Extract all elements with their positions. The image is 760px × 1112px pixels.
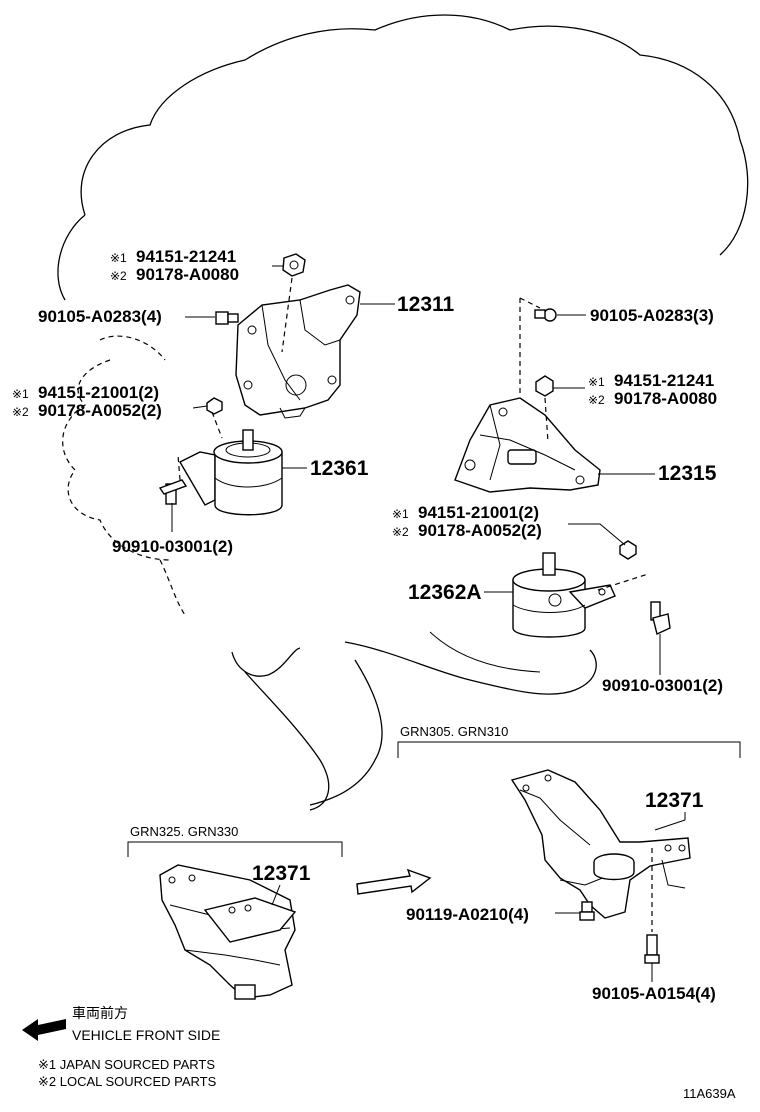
mark-1-nut2-right: ※1: [392, 507, 409, 521]
nut-right-small: [619, 540, 637, 560]
label-bolt-left: 90105-A0283(4): [38, 307, 162, 326]
mark-2-nut2-right: ※2: [392, 525, 409, 539]
label-nut-right-local: 90178-A0080: [614, 389, 717, 408]
insulator-12361: [179, 429, 283, 516]
mark-1-nut-left: ※1: [110, 251, 127, 265]
label-bolt-upper-small: 90119-A0210(4): [406, 905, 529, 924]
bracket-12315: [454, 397, 601, 493]
leader-lines: [171, 265, 661, 675]
insulator-12362a: [512, 552, 616, 638]
mark-1-nut-right: ※1: [588, 375, 605, 389]
label-nut-left-jp: 94151-21241: [136, 247, 236, 266]
nut-left-small: [206, 397, 223, 415]
bolt-right: [534, 308, 557, 322]
mount-12371-upper: [510, 769, 691, 919]
label-12371-lower: 12371: [252, 862, 311, 885]
label-insulator-12361: 12361: [310, 457, 369, 480]
bolt-upper-long: [644, 934, 660, 964]
mark-1-nut2-left: ※1: [12, 387, 29, 401]
label-nut2-right-local: 90178-A0052(2): [418, 521, 542, 540]
note-local-sourced: ※2 LOCAL SOURCED PARTS: [38, 1074, 217, 1089]
part-labels: ※1 94151-21241 ※2 90178-A0080 90105-A028…: [12, 247, 723, 1003]
label-nut2-left-local: 90178-A0052(2): [38, 401, 162, 420]
stud-right: [650, 601, 671, 635]
arrow-right-icon: [356, 868, 432, 895]
label-bolt-right: 90105-A0283(3): [590, 306, 714, 325]
nut-right: [535, 375, 554, 397]
label-stud-right: 90910-03001(2): [602, 676, 723, 695]
label-nut2-left-jp: 94151-21001(2): [38, 383, 159, 402]
variant-title-lower: GRN325. GRN330: [130, 824, 238, 839]
label-bracket-12315: 12315: [658, 462, 717, 485]
label-nut-left-local: 90178-A0080: [136, 265, 239, 284]
label-insulator-12362a: 12362A: [408, 581, 482, 604]
bracket-12311: [235, 284, 361, 419]
bolt-left: [215, 311, 239, 325]
label-nut2-right-jp: 94151-21001(2): [418, 503, 539, 522]
mount-12371-lower: [159, 864, 297, 1000]
stud-left: [158, 479, 188, 505]
bolt-upper-small: [579, 901, 595, 921]
note-japan-sourced: ※1 JAPAN SOURCED PARTS: [38, 1057, 215, 1072]
mark-2-nut2-left: ※2: [12, 405, 29, 419]
vehicle-front-label-jp: 車両前方: [72, 1005, 128, 1021]
legend: 車両前方 VEHICLE FRONT SIDE ※1 JAPAN SOURCED…: [38, 1005, 736, 1101]
vehicle-front-label-en: VEHICLE FRONT SIDE: [72, 1027, 220, 1043]
label-stud-left: 90910-03001(2): [112, 537, 233, 556]
figure-code: 11A639A: [683, 1086, 736, 1101]
mark-2-nut-right: ※2: [588, 393, 605, 407]
nut-left-top: [282, 253, 306, 277]
label-12371-upper: 12371: [645, 789, 704, 812]
label-nut-right-jp: 94151-21241: [614, 371, 714, 390]
vehicle-front-arrow-icon: [22, 1019, 66, 1041]
label-bracket-12311: 12311: [397, 293, 455, 316]
label-bolt-upper-long: 90105-A0154(4): [592, 984, 716, 1003]
engine-outline: [57, 14, 749, 811]
mark-2-nut-left: ※2: [110, 269, 127, 283]
variant-title-upper: GRN305. GRN310: [400, 724, 508, 739]
